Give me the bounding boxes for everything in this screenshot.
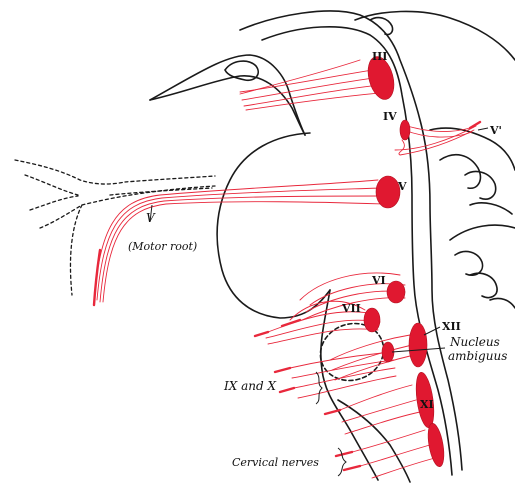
label-motor-v: V xyxy=(146,211,156,225)
glossopharyngeal-vagus-fibre xyxy=(292,360,394,378)
trigeminal-branches-dashed xyxy=(15,160,215,295)
cervical-root-stump-2 xyxy=(344,466,360,470)
oculomotor-fibre xyxy=(246,92,392,110)
cerebellum-fold-8 xyxy=(490,298,515,308)
cervical-brace xyxy=(338,448,346,476)
iv-exit-stump xyxy=(470,122,480,128)
nucleus-v xyxy=(376,176,400,208)
accessory-fibre xyxy=(340,385,412,410)
trunk-dashed-upper xyxy=(125,176,215,182)
label-iv: IV xyxy=(383,110,397,123)
glossopharyngeal-vagus-fibre xyxy=(294,368,395,388)
trunk-dashed-mid xyxy=(110,188,212,195)
label-ix-x: IX and X xyxy=(223,379,276,393)
cerebellum-fold-2 xyxy=(430,128,515,170)
accessory-fibre xyxy=(345,412,420,434)
mandibular-branch xyxy=(70,205,82,295)
cerebellum-fold-6 xyxy=(455,251,483,275)
ix-x-brace xyxy=(316,372,322,404)
accessory-fibre xyxy=(342,400,416,422)
label-xii: XII xyxy=(442,320,461,333)
label-nucleus: Nucleus xyxy=(449,335,500,349)
labels: III IV V' V V (Motor root) VI VII XII Nu… xyxy=(128,50,507,469)
oculomotor-fibre xyxy=(240,60,360,94)
cervical-nerve-fibre xyxy=(352,430,425,452)
label-cervical-nerves: Cervical nerves xyxy=(232,456,319,469)
xi-root-stump xyxy=(325,410,340,414)
cervical-root-stump-1 xyxy=(336,452,352,456)
ophthalmic-branch-upper xyxy=(15,160,125,184)
maxillary-branch-lower xyxy=(40,205,82,228)
vi-root-stump xyxy=(282,320,300,326)
xii-leader xyxy=(424,327,440,335)
nucleus-vii xyxy=(364,308,380,332)
label-vprime: V' xyxy=(489,124,502,137)
cerebellum-lower-outline xyxy=(450,225,515,240)
vprime-leader xyxy=(478,128,488,130)
maxillary-branch-upper xyxy=(30,196,78,210)
cerebellum-fold-7 xyxy=(470,273,497,297)
nucleus-iv xyxy=(400,120,410,140)
cerebellum-fold-5 xyxy=(470,203,512,214)
label-xi: XI xyxy=(420,398,434,411)
x-root-stump xyxy=(280,388,294,392)
vii-root-stump xyxy=(255,332,268,336)
label-ambiguus: ambiguus xyxy=(448,349,507,363)
label-vi: VI xyxy=(371,274,386,287)
label-motor-root: (Motor root) xyxy=(128,240,197,253)
motor-nerve-fibres xyxy=(94,60,476,478)
label-v: V xyxy=(397,180,407,193)
beak-lower-outline xyxy=(150,76,305,135)
ophthalmic-branch-lower xyxy=(25,175,78,195)
label-iii: III xyxy=(372,50,387,63)
nucleus-vi xyxy=(387,281,405,303)
label-vii: VII xyxy=(341,302,361,315)
cerebellum-fold-1 xyxy=(370,18,393,35)
nucleus-xii xyxy=(409,323,427,367)
pons-anterior-outline xyxy=(217,133,330,318)
ix-root-stump xyxy=(275,368,290,372)
